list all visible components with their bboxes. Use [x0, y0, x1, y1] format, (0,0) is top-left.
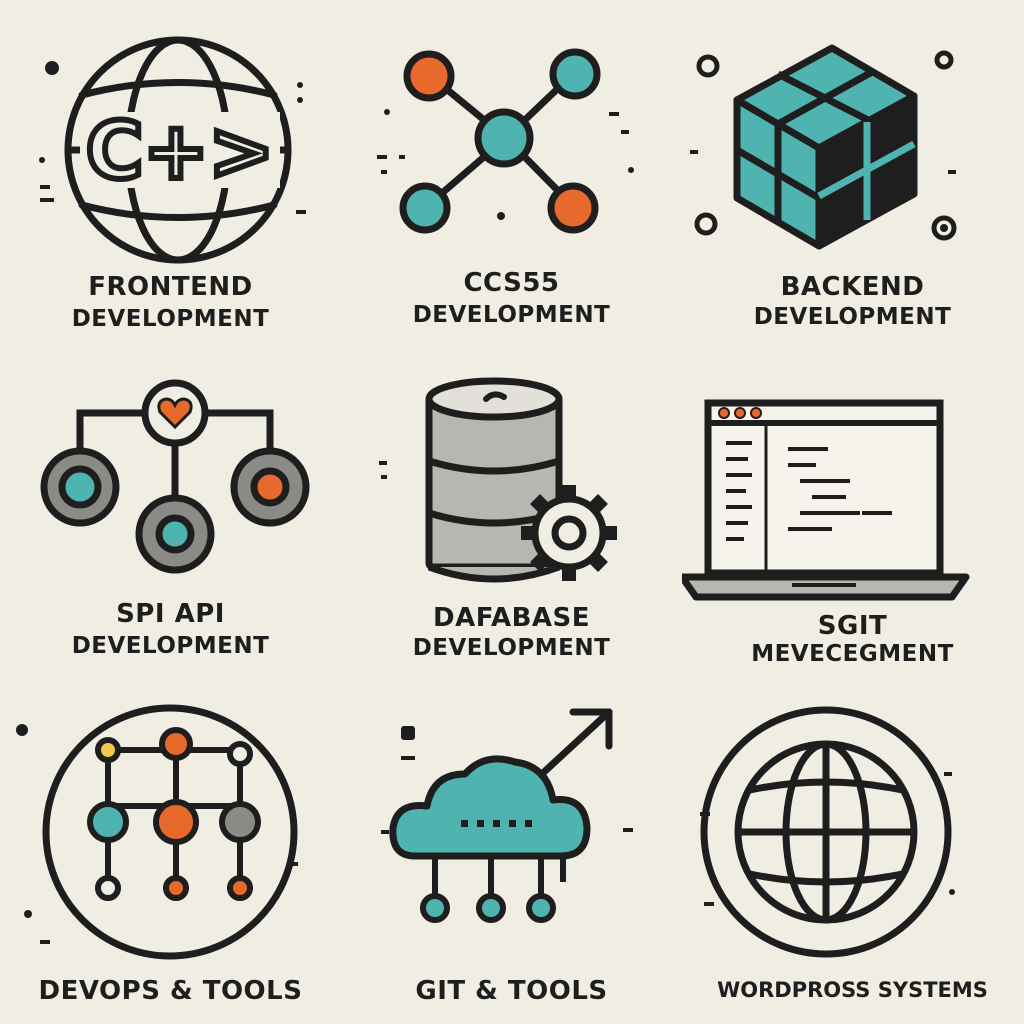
tile-ccs55[interactable]: CCS55 DEVELOPMENT [341, 0, 682, 341]
tile-subtitle: DEVELOPMENT [753, 304, 952, 330]
tile-subtitle: DEVELOPMENT [71, 306, 270, 332]
tile-api[interactable]: SPI API DEVELOPMENT [0, 341, 341, 682]
pipeline-nodes-icon [16, 704, 298, 960]
code-glyph: C+> [86, 107, 274, 197]
tile-title: DEVOPS & TOOLS [38, 976, 303, 1006]
tile-devops[interactable]: DEVOPS & TOOLS [0, 682, 341, 1023]
network-nodes-icon [377, 48, 634, 234]
tile-title: GIT & TOOLS [415, 976, 608, 1006]
database-gear-icon [379, 377, 617, 583]
tile-subtitle: MEVECEGMENT [751, 641, 954, 667]
gear-icon [521, 485, 617, 581]
tile-git-tools[interactable]: GIT & TOOLS [341, 682, 682, 1023]
tile-title: SPI API [116, 599, 225, 629]
tile-git-management[interactable]: SGIT MEVECEGMENT [682, 341, 1023, 682]
tile-database[interactable]: DAFABASE DEVELOPMENT [341, 341, 682, 682]
cloud-upload-icon [381, 708, 633, 923]
tile-subtitle: DEVELOPMENT [71, 633, 270, 659]
laptop-code-icon [682, 399, 970, 601]
tile-title: DAFABASE [432, 603, 591, 633]
tile-title: BACKEND [780, 272, 925, 302]
tile-wordpress[interactable]: WORDPROSS SYSTEMS [682, 682, 1023, 1023]
globe-code-icon: C+> [39, 36, 306, 264]
cube-blocks-icon [690, 44, 957, 250]
tile-title: FRONTEND [88, 272, 253, 302]
tile-subtitle: DEVELOPMENT [412, 302, 611, 328]
tile-title: SGIT [817, 611, 888, 641]
globe-icon [700, 706, 955, 958]
tile-frontend[interactable]: C+> FRONTEND DEVELOPMENT [0, 0, 341, 341]
tile-title: CCS55 [463, 268, 560, 298]
tile-backend[interactable]: BACKEND DEVELOPMENT [682, 0, 1023, 341]
api-flow-icon [40, 379, 310, 574]
tile-subtitle: DEVELOPMENT [412, 635, 611, 661]
tile-title: WORDPROSS SYSTEMS [717, 978, 988, 1002]
